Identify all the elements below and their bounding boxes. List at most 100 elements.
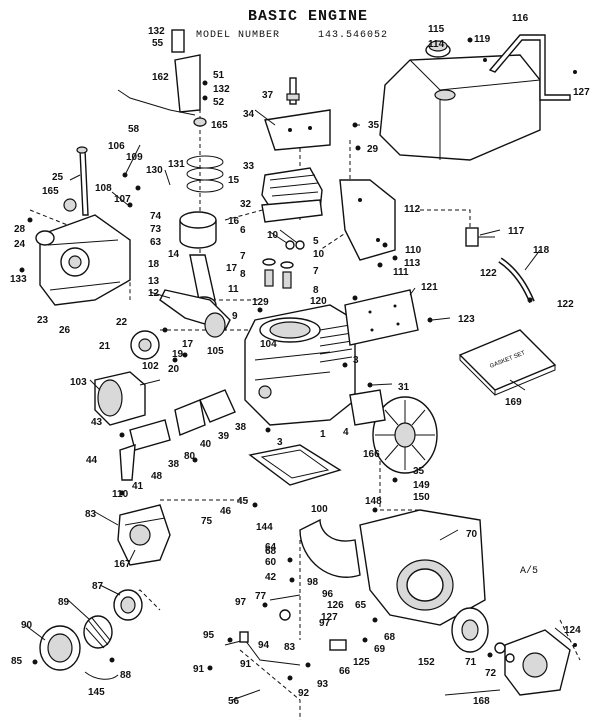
crankcase-cover: [39, 214, 131, 306]
part-label-45: 45: [237, 496, 249, 507]
part-label-106: 106: [108, 141, 125, 152]
part-label-6: 6: [240, 225, 246, 236]
part-label-92: 92: [298, 688, 310, 699]
part-label-85: 85: [11, 656, 23, 667]
part-label-65: 65: [355, 600, 367, 611]
part-label-165: 165: [211, 120, 228, 131]
part-label-127: 127: [573, 87, 590, 98]
part-label-34: 34: [243, 109, 255, 120]
part-label-52: 52: [213, 97, 225, 108]
piston-rings: [186, 155, 224, 193]
part-label-31: 31: [398, 382, 410, 393]
part-label-17: 17: [182, 339, 194, 350]
part-label-20: 20: [168, 364, 180, 375]
part-label-56: 56: [228, 696, 240, 707]
part-label-48: 48: [151, 471, 163, 482]
part-label-104: 104: [260, 339, 277, 350]
air-deflector: [299, 518, 361, 578]
diagram-title: BASIC ENGINE: [248, 8, 369, 25]
part-label-3: 3: [353, 355, 359, 366]
part-label-10: 10: [313, 249, 325, 260]
part-label-117: 117: [508, 226, 525, 237]
part-label-109: 109: [126, 152, 143, 163]
part-label-35: 35: [368, 120, 380, 131]
part-label-152: 152: [418, 657, 435, 668]
part-label-7: 7: [313, 266, 319, 277]
fuel-shutoff-valve: [465, 227, 495, 247]
air-cleaner: [39, 589, 143, 671]
part-label-118: 118: [533, 245, 550, 256]
part-label-105: 105: [207, 346, 224, 357]
page-reference: A/5: [520, 566, 539, 577]
piston: [179, 211, 217, 249]
part-label-24: 24: [14, 239, 26, 250]
part-label-127: 127: [321, 612, 338, 623]
starter-pawls: [494, 642, 515, 663]
part-label-144: 144: [256, 522, 273, 533]
part-label-46: 46: [220, 506, 232, 517]
rewind-starter: [504, 629, 577, 696]
blower-housing: [359, 509, 486, 626]
part-label-68: 68: [384, 632, 396, 643]
part-label-112: 112: [404, 204, 421, 215]
intake-parts: [119, 389, 236, 481]
part-label-91: 91: [240, 659, 252, 670]
part-label-22: 22: [116, 317, 128, 328]
part-label-19: 19: [172, 349, 184, 360]
tank-strap: [483, 34, 577, 101]
part-label-168: 168: [473, 696, 490, 707]
part-label-89: 89: [58, 597, 70, 608]
part-label-95: 95: [203, 630, 215, 641]
part-label-70: 70: [466, 529, 478, 540]
part-label-69: 69: [374, 644, 386, 655]
part-label-145: 145: [88, 687, 105, 698]
part-label-120: 120: [310, 296, 327, 307]
part-label-55: 55: [152, 38, 164, 49]
part-label-80: 80: [184, 451, 196, 462]
part-label-66: 66: [339, 666, 351, 677]
breather-bracket: [171, 29, 207, 127]
part-label-43: 43: [91, 417, 103, 428]
base-plate: [248, 444, 342, 486]
part-label-15: 15: [228, 175, 240, 186]
gasket-set-box: [458, 329, 557, 396]
part-label-40: 40: [200, 439, 212, 450]
fasteners: [19, 37, 533, 681]
cam-gear: [130, 330, 160, 360]
part-label-23: 23: [37, 315, 49, 326]
part-label-166: 166: [363, 449, 380, 460]
part-label-110: 110: [112, 489, 129, 500]
governor-link: [117, 89, 196, 116]
part-label-83: 83: [85, 509, 97, 520]
part-label-162: 162: [152, 72, 169, 83]
part-label-44: 44: [86, 455, 98, 466]
part-label-102: 102: [142, 361, 159, 372]
part-label-130: 130: [146, 165, 163, 176]
part-label-8: 8: [240, 269, 246, 280]
valve-springs: [262, 258, 294, 289]
part-label-103: 103: [70, 377, 87, 388]
part-label-122: 122: [557, 299, 574, 310]
model-number-value: 143.546052: [318, 30, 389, 41]
flywheel: [372, 396, 438, 474]
part-label-9: 9: [232, 311, 238, 322]
heat-shield: [344, 289, 419, 346]
part-label-129: 129: [252, 297, 269, 308]
part-label-64: 64: [265, 542, 277, 553]
part-label-150: 150: [413, 492, 430, 503]
cylinder-head: [261, 167, 323, 223]
part-label-91: 91: [193, 664, 205, 675]
part-label-132: 132: [148, 26, 165, 37]
part-label-1: 1: [320, 429, 326, 440]
head-bracket: [264, 109, 331, 151]
tank-bracket: [339, 179, 396, 261]
part-label-3: 3: [277, 437, 283, 448]
spark-plug: [286, 77, 300, 105]
part-label-14: 14: [168, 249, 180, 260]
part-label-125: 125: [353, 657, 370, 668]
part-label-75: 75: [201, 516, 213, 527]
part-label-122: 122: [480, 268, 497, 279]
part-label-149: 149: [413, 480, 430, 491]
part-label-7: 7: [240, 251, 246, 262]
